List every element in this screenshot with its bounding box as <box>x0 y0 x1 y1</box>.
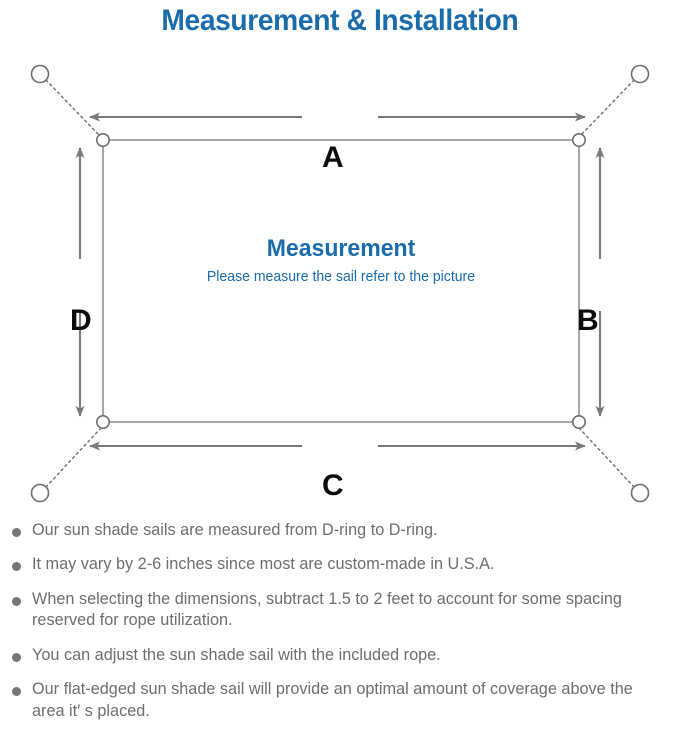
anchor-ring-top-right <box>630 64 650 84</box>
dimension-arrows <box>75 112 605 451</box>
sail-outline <box>102 139 580 423</box>
title-bar: Measurement & Installation <box>0 0 679 42</box>
anchor-ring-bottom-left <box>30 483 50 503</box>
list-item: Our flat-edged sun shade sail will provi… <box>0 679 679 722</box>
list-item: Our sun shade sails are measured from D-… <box>0 520 679 541</box>
rope-bottom-left <box>45 428 101 488</box>
rope-bottom-right <box>579 428 635 488</box>
rope-top-right <box>579 79 635 137</box>
bullet-icon <box>12 596 21 606</box>
bullet-icon <box>12 687 21 697</box>
bullet-icon <box>12 562 21 572</box>
note-text: You can adjust the sun shade sail with t… <box>32 645 441 664</box>
list-item: It may vary by 2-6 inches since most are… <box>0 554 679 575</box>
note-text: Our sun shade sails are measured from D-… <box>32 521 438 539</box>
d-ring-top-right <box>571 133 586 148</box>
rope-lines <box>45 79 635 488</box>
notes-list: Our sun shade sails are measured from D-… <box>0 520 679 735</box>
bullet-icon <box>12 652 21 662</box>
d-ring-bottom-left <box>96 414 111 429</box>
note-text: When selecting the dimensions, subtract … <box>32 589 622 630</box>
rope-top-left <box>45 79 101 137</box>
sun-shade-sail-measurement-diagram: Measurement Please measure the sail refe… <box>0 46 679 512</box>
d-rings <box>96 133 586 429</box>
d-ring-bottom-right <box>571 414 586 429</box>
page-title: Measurement & Installation <box>161 4 518 37</box>
list-item: When selecting the dimensions, subtract … <box>0 589 679 632</box>
list-item: You can adjust the sun shade sail with t… <box>0 645 679 666</box>
note-text: It may vary by 2-6 inches since most are… <box>32 555 495 574</box>
note-text: Our flat-edged sun shade sail will provi… <box>32 680 633 720</box>
diagram-canvas <box>30 64 650 503</box>
anchor-ring-bottom-right <box>630 483 650 503</box>
anchor-ring-top-left <box>30 64 50 84</box>
d-ring-top-left <box>96 133 111 148</box>
bullet-icon <box>12 528 21 537</box>
anchor-rings <box>30 64 650 503</box>
